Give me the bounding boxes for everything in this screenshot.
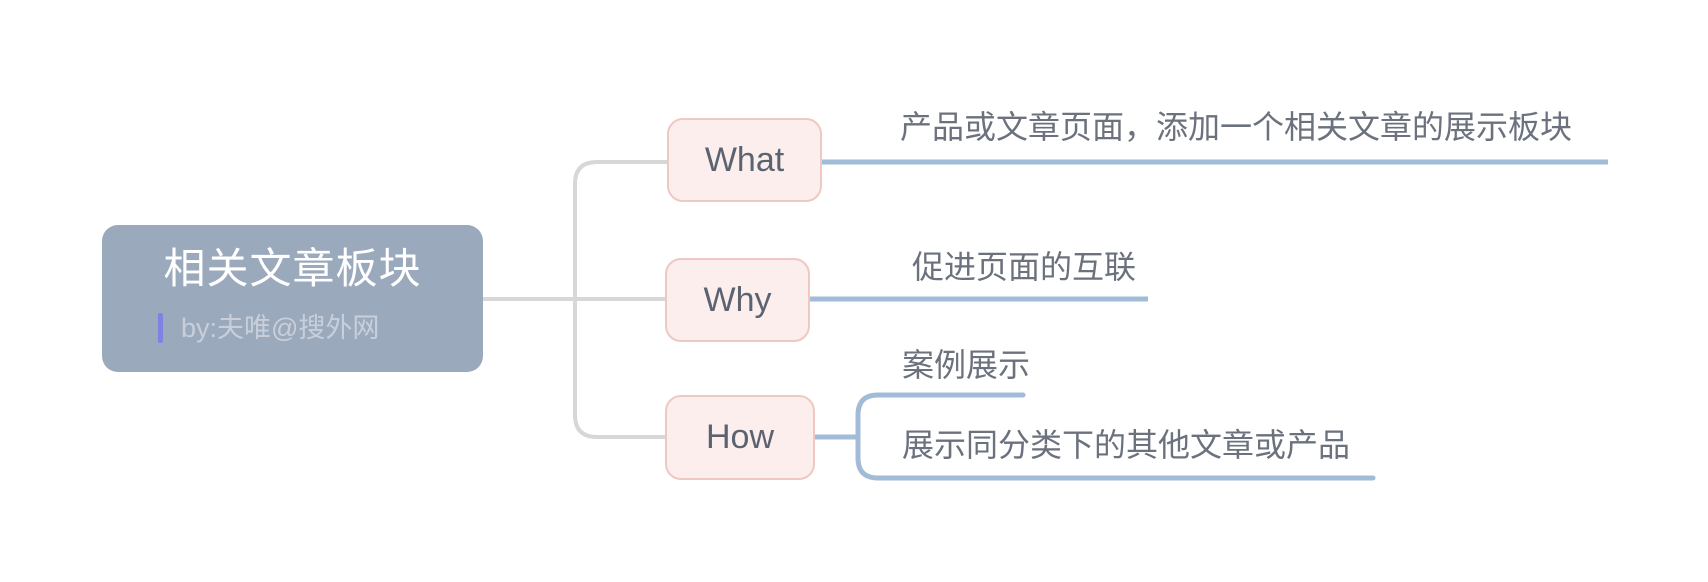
- root-topic[interactable]: 相关文章板块 by:夫唯@搜外网: [102, 225, 483, 372]
- connector-root-to-how: [573, 297, 667, 439]
- topic-node-why[interactable]: Why: [665, 258, 810, 342]
- subtopic-how-2[interactable]: 展示同分类下的其他文章或产品: [902, 427, 1351, 463]
- connector-how-branch-1: [855, 392, 1026, 440]
- topic-label-why: Why: [703, 280, 772, 319]
- connector-how-branch-2: [855, 434, 1376, 481]
- subtopic-why-1[interactable]: 促进页面的互联: [912, 249, 1137, 285]
- topic-label-what: What: [704, 140, 785, 179]
- subtopic-how-1[interactable]: 案例展示: [902, 347, 1031, 383]
- byline-accent-bar: [158, 313, 163, 343]
- root-topic-title: 相关文章板块: [163, 245, 422, 292]
- topic-label-how: How: [705, 418, 775, 456]
- byline-text: by:夫唯@搜外网: [181, 313, 380, 343]
- topic-node-how[interactable]: How: [665, 395, 815, 480]
- topic-node-what[interactable]: What: [667, 118, 822, 202]
- connector-root-to-what: [573, 160, 669, 301]
- subtopic-what-1[interactable]: 产品或文章页面，添加一个相关文章的展示板块: [900, 109, 1573, 145]
- root-topic-byline: by:夫唯@搜外网: [158, 313, 379, 343]
